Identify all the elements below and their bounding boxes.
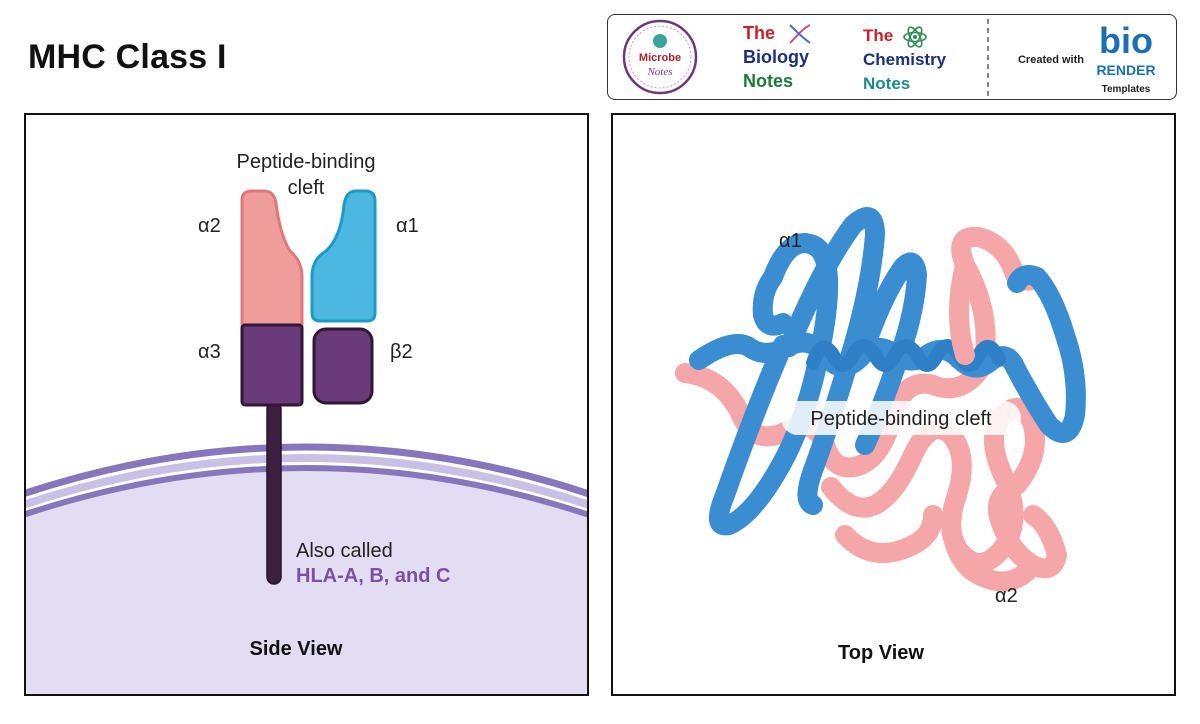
alpha2-ribbon-front xyxy=(949,255,975,365)
beta2-label: β2 xyxy=(390,341,413,363)
svg-text:Notes: Notes xyxy=(863,74,910,93)
also-called-label: Also called xyxy=(296,540,393,562)
cell-membrane xyxy=(26,443,587,694)
top-view-diagram: Peptide-binding cleft α1 α2 Top View xyxy=(675,207,1086,664)
cleft-label-line2: cleft xyxy=(288,177,325,199)
svg-text:Chemistry: Chemistry xyxy=(863,50,947,69)
svg-text:Notes: Notes xyxy=(646,66,672,78)
svg-text:Biology: Biology xyxy=(743,47,809,67)
alpha2-domain xyxy=(240,189,304,327)
top-alpha2-label: α2 xyxy=(995,585,1018,607)
beta2-domain xyxy=(312,327,374,405)
microbe-notes-logo: Microbe Notes xyxy=(622,19,698,95)
side-view-panel: Peptide-binding cleft α2 α1 α3 β2 Also c… xyxy=(24,113,589,696)
svg-text:The: The xyxy=(863,26,893,45)
atom-icon xyxy=(903,26,927,48)
microbe-icon xyxy=(653,34,667,48)
logos-banner: Microbe Notes The Biology Notes The Chem… xyxy=(607,14,1177,100)
alpha1-helix xyxy=(806,339,1006,372)
top-view-panel: Peptide-binding cleft α1 α2 Top View xyxy=(611,113,1176,696)
svg-text:Created with: Created with xyxy=(1018,54,1084,66)
alpha3-domain xyxy=(240,323,304,407)
cleft-label-line1: Peptide-binding xyxy=(237,151,376,173)
alpha1-domain xyxy=(310,189,377,323)
alpha1-ribbon xyxy=(689,207,1086,536)
cleft-label-bg xyxy=(781,401,1021,435)
svg-text:RENDER: RENDER xyxy=(1096,62,1155,78)
svg-text:Notes: Notes xyxy=(743,71,793,91)
side-view-caption: Side View xyxy=(249,638,342,660)
svg-text:bio: bio xyxy=(1099,20,1153,61)
top-alpha1-label: α1 xyxy=(779,230,802,252)
svg-text:Templates: Templates xyxy=(1102,84,1151,95)
page-title: MHC Class I xyxy=(28,38,227,76)
alpha1-label: α1 xyxy=(396,215,419,237)
transmembrane-tail xyxy=(266,401,282,585)
hla-label: HLA-A, B, and C xyxy=(296,565,450,587)
svg-text:Microbe: Microbe xyxy=(639,52,681,64)
chemistry-notes-logo: The Chemistry Notes xyxy=(863,26,947,93)
top-cleft-label: Peptide-binding cleft xyxy=(810,408,992,430)
top-view-caption: Top View xyxy=(838,642,924,664)
biology-notes-logo: The Biology Notes xyxy=(743,23,811,91)
dna-icon xyxy=(789,24,811,44)
svg-text:The: The xyxy=(743,23,775,43)
alpha3-label: α3 xyxy=(198,341,221,363)
side-view-diagram: Peptide-binding cleft α2 α1 α3 β2 Also c… xyxy=(26,151,587,694)
alpha2-label: α2 xyxy=(198,215,221,237)
biorender-logo: Created with bio RENDER Templates xyxy=(1018,20,1156,95)
logos-svg: Microbe Notes The Biology Notes The Chem… xyxy=(622,19,1156,97)
